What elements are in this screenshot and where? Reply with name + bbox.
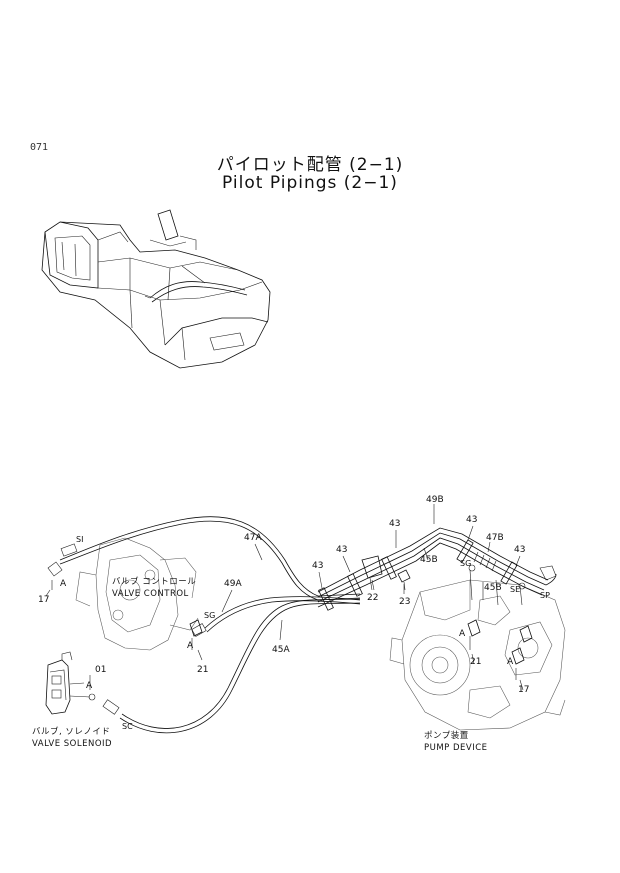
- label-22: 22: [367, 593, 378, 603]
- port-label-SP: SP: [540, 591, 550, 600]
- page-title-japanese: パイロット配管 (2−1): [216, 155, 404, 175]
- port-label-SE: SE: [510, 585, 520, 594]
- detail-mark-A-2: A: [187, 641, 194, 651]
- label-45A: 45A: [272, 645, 290, 655]
- label-23: 23: [399, 597, 410, 607]
- label-17-right: 17: [518, 685, 529, 695]
- detail-mark-A-1: A: [60, 579, 67, 589]
- label-49A: 49A: [224, 579, 242, 589]
- leader-lines: [45, 504, 524, 691]
- port-label-SG-left: SG: [204, 611, 215, 620]
- caption-valve-solenoid-jp: バルブ, ソレノイド: [32, 726, 110, 737]
- detail-mark-A-4: A: [507, 657, 514, 667]
- pump-device-drawing: [389, 579, 566, 731]
- fittings: [189, 619, 533, 665]
- label-21-right: 21: [470, 657, 481, 667]
- detail-marks: A A A A A: [60, 579, 514, 691]
- caption-pump-device-en: PUMP DEVICE: [424, 743, 488, 753]
- label-47B: 47B: [486, 533, 504, 543]
- label-43-b: 43: [336, 545, 347, 555]
- port-label-SC: SC: [122, 722, 133, 731]
- caption-valve-control-jp: バルブ コントロール: [112, 576, 196, 587]
- label-45B-lower: 45B: [484, 583, 502, 593]
- solenoid-valve-drawing: [45, 651, 96, 715]
- captions: バルブ コントロール VALVE CONTROL バルブ, ソレノイド VALV…: [32, 576, 488, 753]
- label-43-c: 43: [389, 519, 400, 529]
- label-17-left: 17: [38, 595, 49, 605]
- port-label-SI: SI: [76, 535, 83, 544]
- label-47A: 47A: [244, 533, 262, 543]
- port-labels: SI SG SE SC SG SP: [76, 535, 550, 731]
- port-label-SG: SG: [460, 559, 471, 568]
- detail-mark-A-3: A: [459, 629, 466, 639]
- caption-pump-device-jp: ポンプ装置: [424, 730, 469, 741]
- detail-mark-A-5: A: [86, 681, 93, 691]
- page-number: 071: [30, 142, 49, 153]
- label-43-d: 43: [466, 515, 477, 525]
- label-01: 01: [95, 665, 106, 675]
- hose-47A: [47, 516, 361, 601]
- label-43-e: 43: [514, 545, 525, 555]
- label-45B-upper: 45B: [420, 555, 438, 565]
- pipe-bundle: [317, 527, 557, 611]
- part-number-labels: 49B 47A 49A 45A 45B 45B 47B 43 43 43 43 …: [38, 495, 529, 695]
- control-valve-drawing: [75, 537, 199, 651]
- caption-valve-solenoid-en: VALVE SOLENOID: [32, 739, 112, 749]
- label-21-left: 21: [197, 665, 208, 675]
- hose-45A: [102, 598, 361, 734]
- page-title-english: Pilot Pipings (2−1): [222, 173, 398, 193]
- label-49B: 49B: [426, 495, 444, 505]
- excavator-locator-illustration: [41, 209, 271, 369]
- caption-valve-control-en: VALVE CONTROL: [112, 589, 189, 599]
- label-43-a: 43: [312, 561, 323, 571]
